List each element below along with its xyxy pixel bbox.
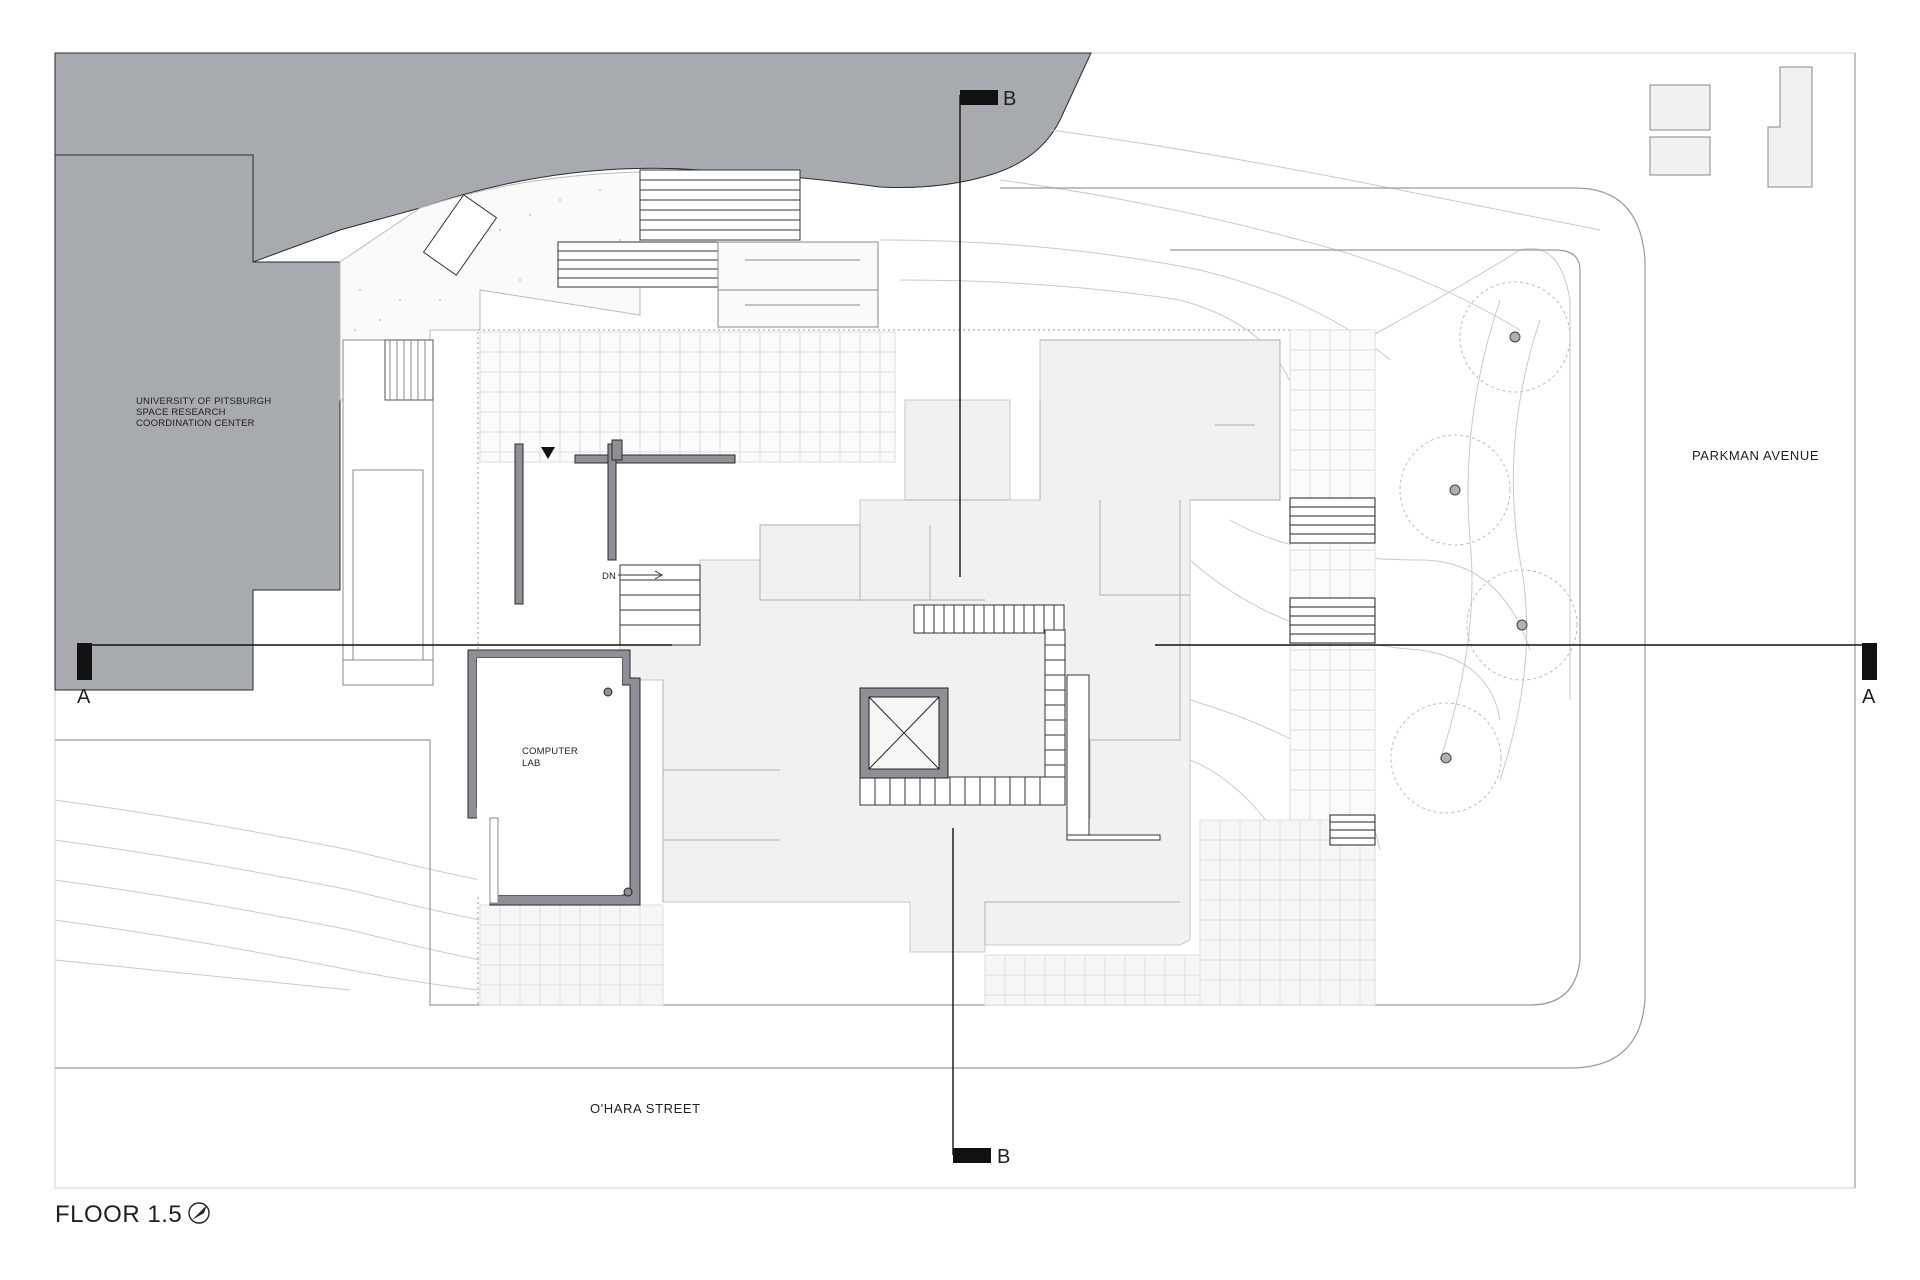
outbuilding-2 — [1649, 136, 1711, 176]
parkman-avenue-label: PARKMAN AVENUE — [1692, 448, 1819, 463]
section-marker-a-east — [1862, 643, 1877, 680]
down-arrow-icon — [618, 570, 664, 580]
neighbor-building-south — [54, 154, 341, 691]
west-corridor — [342, 339, 434, 686]
elevator-core — [859, 687, 949, 779]
contour-lines — [54, 129, 1601, 991]
computer-lab-label-line-1: COMPUTER — [522, 746, 578, 757]
trees — [1390, 281, 1578, 814]
outbuilding-3 — [1767, 66, 1813, 188]
computer-lab-floor — [477, 658, 622, 895]
entry-arrow-icon — [541, 447, 555, 459]
building-label-line-1: UNIVERSITY OF PITSBURGH — [136, 396, 271, 407]
column — [603, 687, 613, 697]
section-line-a — [77, 643, 1877, 680]
north-stairs — [422, 169, 879, 328]
north-arrow-icon — [188, 1202, 210, 1224]
interior-stairs — [619, 564, 1161, 841]
section-marker-b-south — [953, 1148, 991, 1163]
ohara-street-label: O'HARA STREET — [590, 1101, 701, 1116]
column — [623, 887, 633, 897]
section-label-a-east: A — [1862, 686, 1876, 708]
stair-down-label: DN — [602, 571, 616, 582]
section-label-a-west: A — [77, 686, 91, 708]
site-boundary — [55, 53, 1856, 1188]
neighbor-building — [54, 52, 1092, 263]
section-marker-b-north — [960, 90, 998, 105]
computer-lab-label-line-2: LAB — [522, 758, 541, 769]
floor-title: FLOOR 1.5 — [55, 1201, 182, 1228]
building-label-line-3: COORDINATION CENTER — [136, 418, 255, 429]
section-label-b-south: B — [997, 1146, 1010, 1168]
east-stairs — [1289, 497, 1376, 846]
outbuilding-1 — [1649, 84, 1711, 131]
computer-lab-door — [489, 817, 499, 904]
paving-grid — [479, 329, 1376, 1006]
interior-partitions — [662, 339, 1281, 945]
section-marker-a-west — [77, 643, 92, 680]
building-label-line-2: SPACE RESEARCH — [136, 407, 226, 418]
core-walls — [514, 439, 736, 605]
section-line-b — [952, 90, 998, 1163]
section-label-b-north: B — [1003, 88, 1016, 110]
